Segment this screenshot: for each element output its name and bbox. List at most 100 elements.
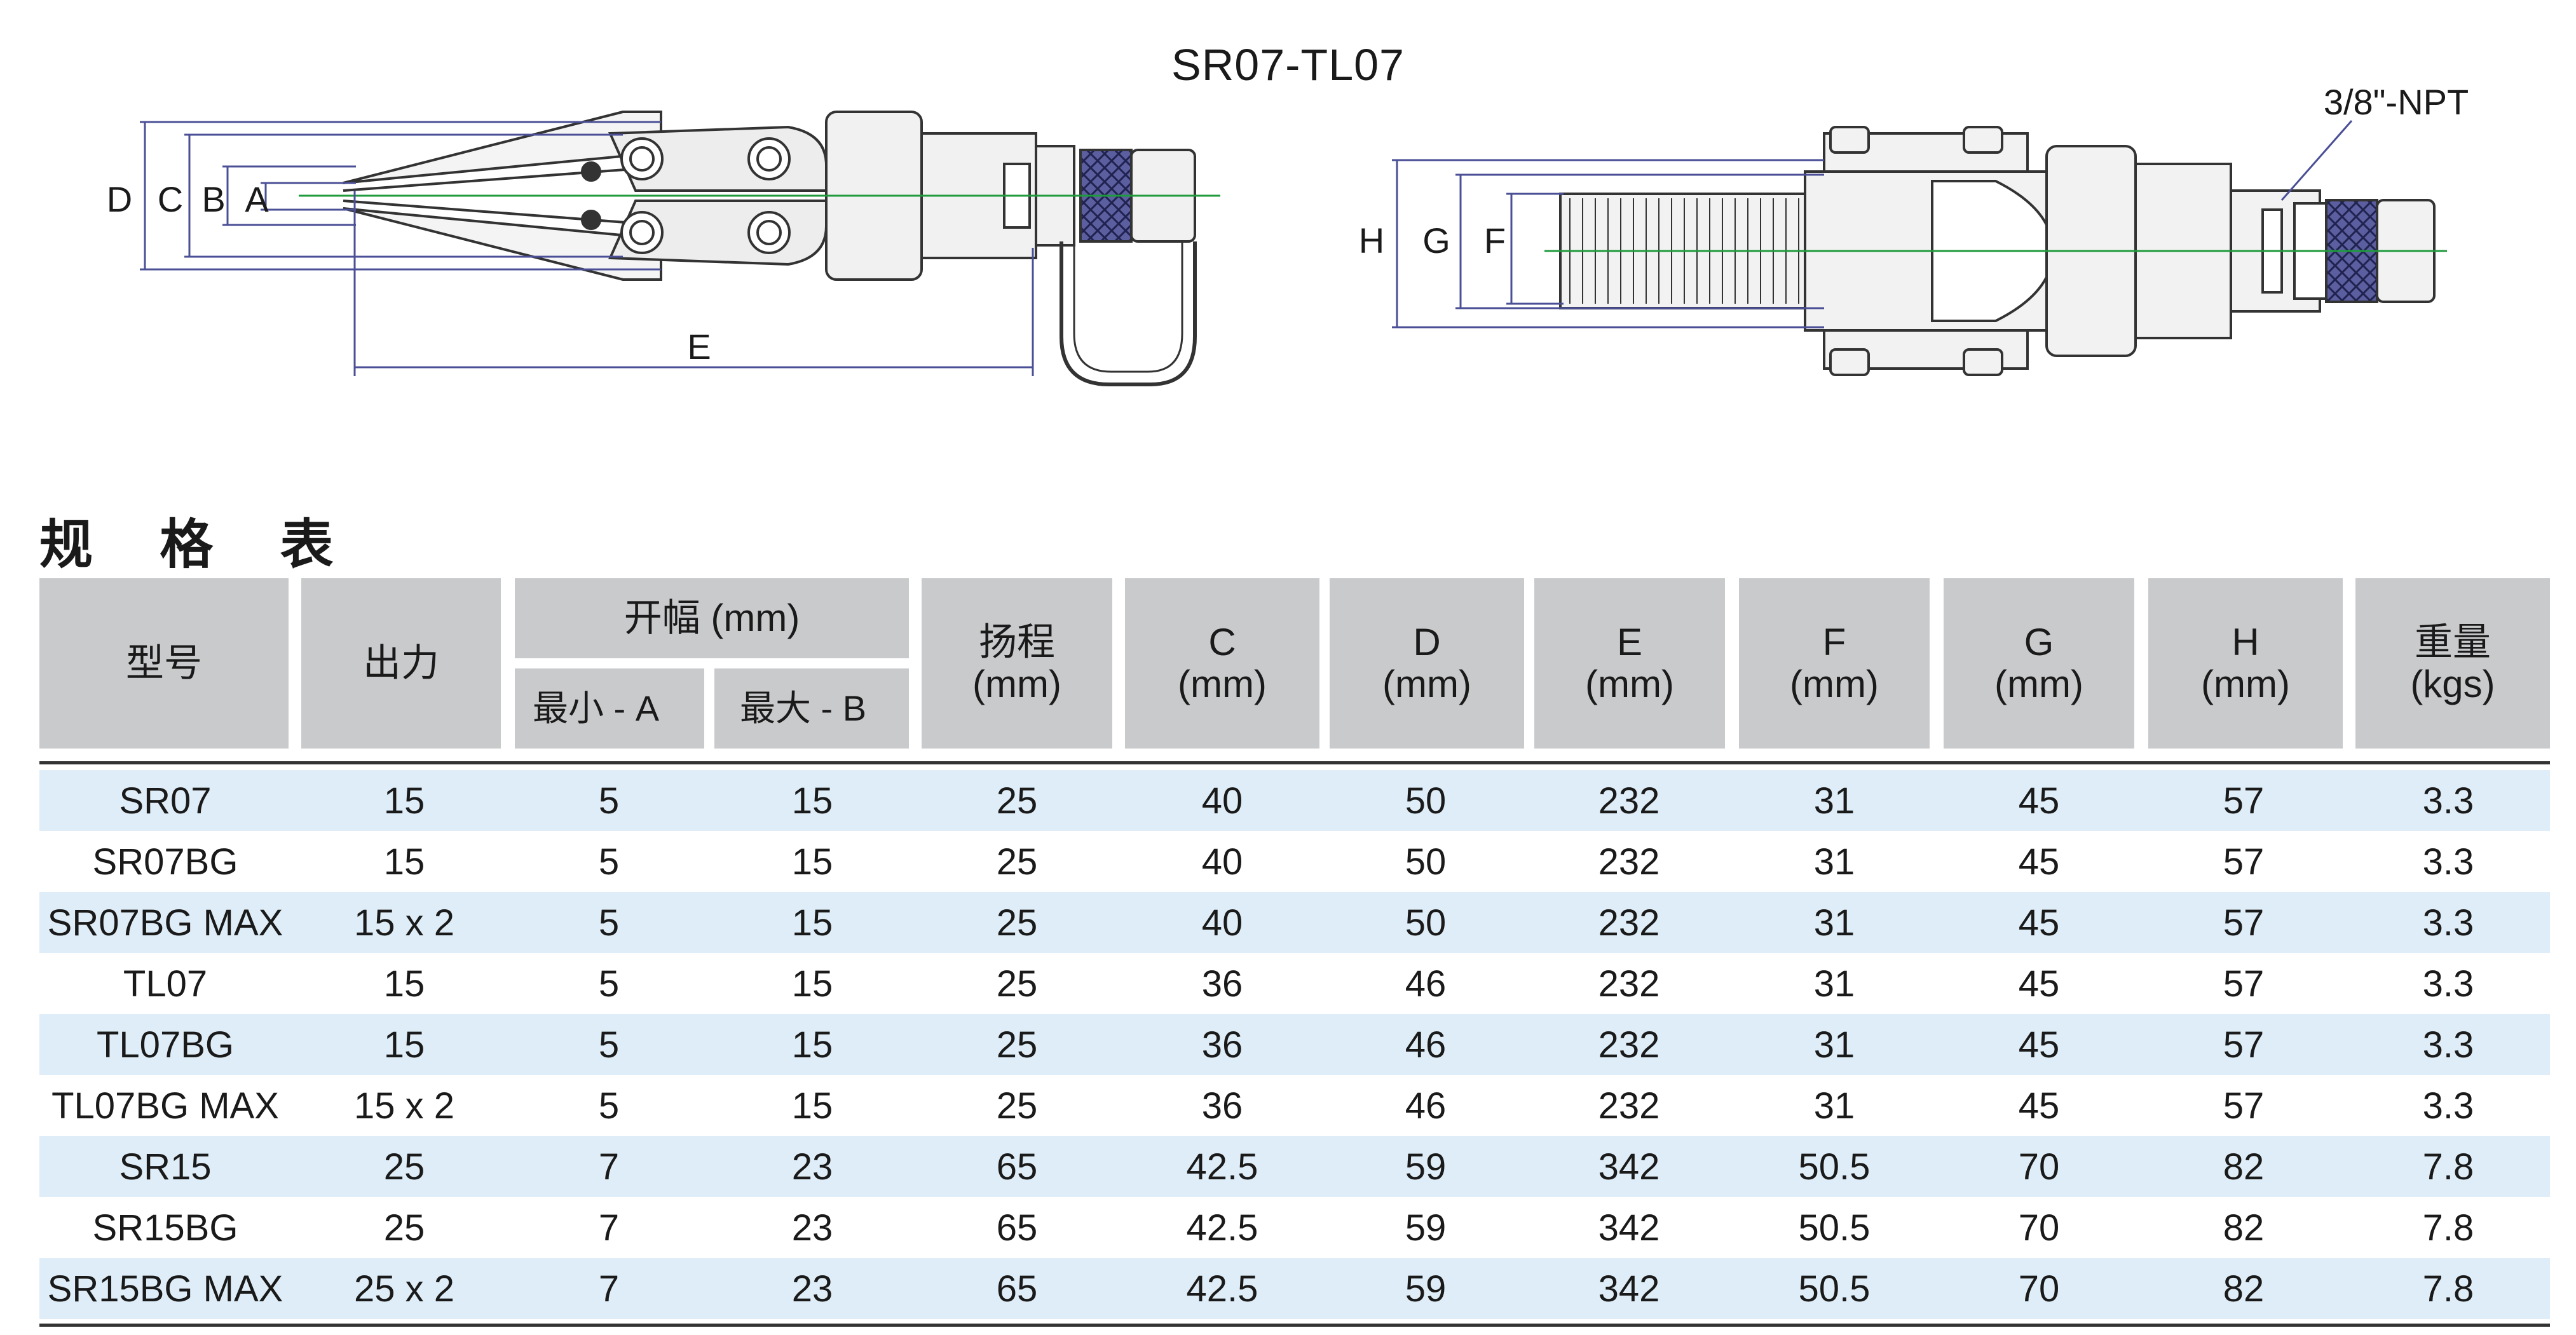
table-cell: 15: [791, 902, 833, 944]
table-cell: 31: [1813, 963, 1855, 1005]
table-cell: 31: [1813, 902, 1855, 944]
table-cell: 50: [1405, 902, 1447, 944]
dim-label-g: G: [1422, 220, 1450, 261]
table-cell: 15: [383, 780, 425, 822]
table-cell: 3.3: [2422, 841, 2474, 883]
table-bottom-rule: [39, 1324, 2550, 1327]
table-cell: 7: [598, 1268, 620, 1310]
table-cell: 36: [1201, 1085, 1243, 1127]
table-cell: 65: [996, 1146, 1038, 1188]
header-f-unit: (mm): [1790, 663, 1879, 705]
table-cell: 82: [2223, 1207, 2265, 1249]
table-cell: 15: [383, 1024, 425, 1066]
table-cell: 40: [1201, 902, 1243, 944]
table-cell: SR07: [119, 780, 212, 822]
table-cell: 42.5: [1186, 1207, 1258, 1249]
header-d-name: D: [1413, 621, 1441, 663]
table-cell: 7.8: [2422, 1207, 2474, 1249]
table-cell: 65: [996, 1207, 1038, 1249]
table-cell: 232: [1598, 963, 1660, 1005]
header-stroke-name: 扬程: [979, 621, 1055, 663]
header-opening: 开幅 (mm): [515, 578, 909, 658]
table-cell: 5: [598, 780, 620, 822]
port-leader: [2280, 120, 2353, 201]
header-e: E (mm): [1534, 578, 1725, 749]
table-cell: 36: [1201, 1024, 1243, 1066]
table-cell: 59: [1405, 1207, 1447, 1249]
table-cell: 31: [1813, 841, 1855, 883]
table-cell: 7.8: [2422, 1268, 2474, 1310]
table-cell: TL07BG MAX: [51, 1085, 279, 1127]
table-cell: 23: [791, 1268, 833, 1310]
table-cell: 3.3: [2422, 1085, 2474, 1127]
table-top-rule: [39, 761, 2550, 764]
table-cell: 23: [791, 1207, 833, 1249]
table-cell: 36: [1201, 963, 1243, 1005]
table-cell: 42.5: [1186, 1146, 1258, 1188]
table-cell: SR07BG: [92, 841, 238, 883]
table-cell: 15: [383, 963, 425, 1005]
table-cell: 50.5: [1798, 1207, 1871, 1249]
table-cell: SR07BG MAX: [47, 902, 283, 944]
table-cell: 342: [1598, 1268, 1660, 1310]
table-cell: 40: [1201, 841, 1243, 883]
table-cell: 5: [598, 902, 620, 944]
table-cell: 342: [1598, 1146, 1660, 1188]
table-cell: 15 x 2: [354, 902, 454, 944]
header-c: C (mm): [1125, 578, 1319, 749]
table-cell: 57: [2223, 841, 2265, 883]
table-cell: 232: [1598, 780, 1660, 822]
dim-label-f: F: [1484, 220, 1506, 261]
table-cell: 46: [1405, 1085, 1447, 1127]
table-cell: 25: [383, 1207, 425, 1249]
header-g-name: G: [2024, 621, 2054, 663]
table-cell: 5: [598, 1085, 620, 1127]
table-cell: 15: [383, 841, 425, 883]
header-model: 型号: [39, 578, 289, 749]
dim-label-d: D: [107, 179, 132, 219]
table-cell: 82: [2223, 1146, 2265, 1188]
table-cell: 31: [1813, 1024, 1855, 1066]
header-stroke-unit: (mm): [972, 663, 1061, 705]
port-label: 3/8"-NPT: [2324, 82, 2469, 122]
table-cell: 25 x 2: [354, 1268, 454, 1310]
table-cell: 232: [1598, 841, 1660, 883]
header-g-unit: (mm): [1994, 663, 2083, 705]
table-cell: 57: [2223, 963, 2265, 1005]
table-cell: 15: [791, 1085, 833, 1127]
table-cell: 7: [598, 1146, 620, 1188]
table-cell: 25: [996, 780, 1038, 822]
table-cell: 57: [2223, 780, 2265, 822]
header-stroke: 扬程 (mm): [922, 578, 1112, 749]
table-cell: 59: [1405, 1146, 1447, 1188]
table-cell: 5: [598, 963, 620, 1005]
dim-label-b: B: [201, 179, 225, 219]
table-cell: 82: [2223, 1268, 2265, 1310]
header-f: F (mm): [1739, 578, 1930, 749]
table-cell: SR15BG: [92, 1207, 238, 1249]
table-cell: 15: [791, 963, 833, 1005]
table-cell: 50.5: [1798, 1146, 1871, 1188]
table-cell: 25: [996, 1085, 1038, 1127]
spec-table-title: 规 格 表: [39, 513, 358, 576]
table-cell: 70: [2018, 1207, 2060, 1249]
table-cell: 5: [598, 1024, 620, 1066]
dim-label-a: A: [245, 179, 269, 219]
header-force: 出力: [301, 578, 501, 749]
header-weight-unit: (kgs): [2410, 663, 2495, 705]
table-cell: 23: [791, 1146, 833, 1188]
table-cell: 3.3: [2422, 780, 2474, 822]
table-cell: SR15BG MAX: [47, 1268, 283, 1310]
table-cell: 70: [2018, 1268, 2060, 1310]
table-cell: 45: [2018, 780, 2060, 822]
header-h-unit: (mm): [2201, 663, 2290, 705]
dimension-lines-right: [1392, 159, 1824, 329]
table-cell: TL07BG: [97, 1024, 234, 1066]
table-cell: 50.5: [1798, 1268, 1871, 1310]
table-cell: 7: [598, 1207, 620, 1249]
spreader-side-view: [343, 111, 1197, 386]
